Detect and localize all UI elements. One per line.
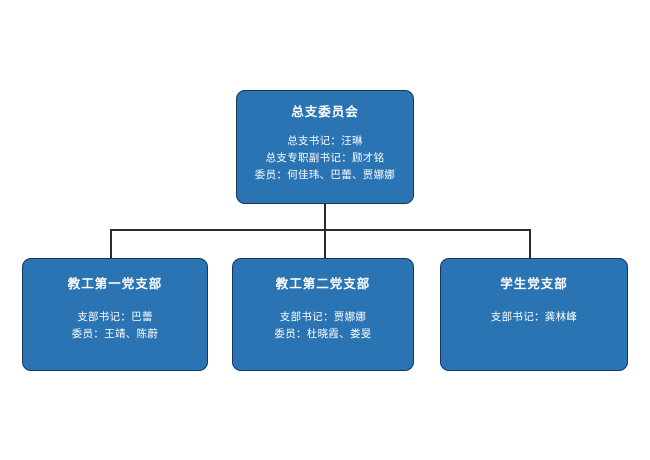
org-node-detail-line: 总支专职副书记：顾才铭: [265, 151, 385, 164]
org-node-title: 教工第一党支部: [67, 276, 163, 291]
org-node-detail-line: 支部书记：龚林峰: [490, 310, 578, 323]
org-node-title: 总支委员会: [291, 104, 359, 119]
org-node-title: 学生党支部: [500, 276, 568, 291]
org-node-title: 教工第二党支部: [275, 276, 371, 291]
connector-drop-branch-3: [529, 229, 531, 259]
org-node-detail-line: 总支书记：汪琳: [287, 134, 363, 147]
org-node-detail-line: 委员：王靖、陈蔚: [71, 327, 159, 340]
org-node-details: 总支书记：汪琳 总支专职副书记：顾才铭 委员：何佳玮、巴蕾、贾娜娜: [255, 133, 395, 184]
org-node-detail-line: 支部书记：贾娜娜: [279, 310, 367, 323]
org-node-root[interactable]: 总支委员会 总支书记：汪琳 总支专职副书记：顾才铭 委员：何佳玮、巴蕾、贾娜娜: [236, 90, 414, 204]
connector-drop-branch-1: [110, 229, 112, 259]
org-node-details: 支部书记：龚林峰: [491, 309, 577, 326]
org-node-details: 支部书记：贾娜娜 委员：杜晓霞、娄旻: [274, 309, 371, 343]
org-node-branch-2[interactable]: 教工第二党支部 支部书记：贾娜娜 委员：杜晓霞、娄旻: [232, 258, 414, 371]
org-node-detail-line: 支部书记：巴蕾: [77, 310, 153, 323]
connector-horizontal-bus: [110, 229, 531, 231]
org-node-detail-line: 委员：杜晓霞、娄旻: [274, 327, 372, 340]
org-node-detail-line: 委员：何佳玮、巴蕾、贾娜娜: [254, 168, 396, 181]
org-node-branch-1[interactable]: 教工第一党支部 支部书记：巴蕾 委员：王靖、陈蔚: [22, 258, 208, 371]
connector-drop-branch-2: [324, 229, 326, 259]
org-node-details: 支部书记：巴蕾 委员：王靖、陈蔚: [72, 309, 158, 343]
org-node-branch-3[interactable]: 学生党支部 支部书记：龚林峰: [440, 258, 628, 371]
connector-root-stem: [324, 204, 326, 230]
